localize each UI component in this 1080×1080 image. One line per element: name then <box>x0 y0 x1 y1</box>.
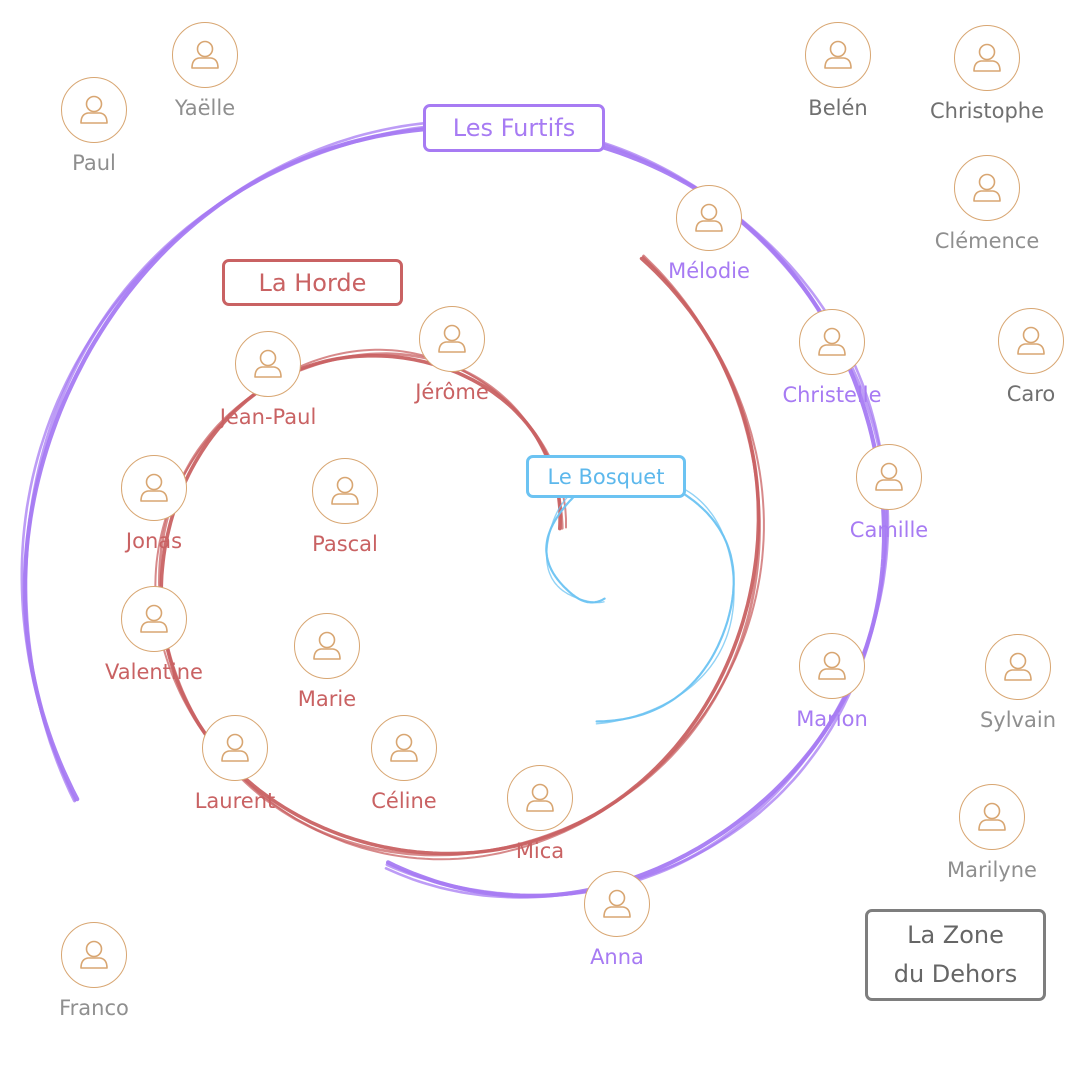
person-jonas: Jonas <box>64 455 244 553</box>
person-name: Marion <box>796 707 868 731</box>
person-name: Laurent <box>194 789 276 813</box>
spiral-bosquet-stroke <box>545 473 735 723</box>
person-outline-icon <box>507 765 573 831</box>
person-jeanpaul: Jean-Paul <box>178 331 358 429</box>
person-franco: Franco <box>4 922 184 1020</box>
person-yaelle: Yaëlle <box>115 22 295 120</box>
person-name: Christophe <box>929 99 1045 123</box>
person-outline-icon <box>959 784 1025 850</box>
person-outline-icon <box>121 586 187 652</box>
person-caro: Caro <box>941 308 1080 406</box>
person-belen: Belén <box>748 22 928 120</box>
person-outline-icon <box>61 77 127 143</box>
person-name: Clémence <box>934 229 1040 253</box>
person-name: Sylvain <box>979 708 1057 732</box>
person-outline-icon <box>954 25 1020 91</box>
person-outline-icon <box>312 458 378 524</box>
person-name: Jean-Paul <box>219 405 317 429</box>
person-outline-icon <box>202 715 268 781</box>
person-outline-icon <box>294 613 360 679</box>
person-outline-icon <box>121 455 187 521</box>
person-clemence: Clémence <box>897 155 1077 253</box>
person-christophe: Christophe <box>897 25 1077 123</box>
person-melodie: Mélodie <box>619 185 799 283</box>
person-name: Caro <box>1006 382 1056 406</box>
group-label-horde-text: La Horde <box>258 268 367 297</box>
person-name: Mélodie <box>668 259 750 283</box>
group-label-dehors-text: La Zone du Dehors <box>893 921 1018 988</box>
person-celine: Céline <box>314 715 494 813</box>
group-label-furtifs-text: Les Furtifs <box>452 114 576 142</box>
person-name: Christelle <box>782 383 882 407</box>
person-outline-icon <box>61 922 127 988</box>
person-outline-icon <box>805 22 871 88</box>
person-christelle: Christelle <box>742 309 922 407</box>
person-name: Marie <box>297 687 357 711</box>
person-name: Marilyne <box>947 858 1037 882</box>
person-marion: Marion <box>742 633 922 731</box>
group-label-bosquet-text: Le Bosquet <box>547 464 665 489</box>
person-outline-icon <box>954 155 1020 221</box>
person-laurent: Laurent <box>145 715 325 813</box>
group-label-horde: La Horde <box>222 259 403 306</box>
person-name: Jonas <box>125 529 183 553</box>
person-name: Céline <box>371 789 437 813</box>
group-label-dehors: La Zone du Dehors <box>865 909 1046 1001</box>
person-marie: Marie <box>237 613 417 711</box>
person-outline-icon <box>676 185 742 251</box>
furtifs-spiral <box>20 119 890 899</box>
person-anna: Anna <box>527 871 707 969</box>
person-outline-icon <box>799 633 865 699</box>
person-name: Valentine <box>105 660 203 684</box>
person-outline-icon <box>985 634 1051 700</box>
person-outline-icon <box>584 871 650 937</box>
person-name: Yaëlle <box>174 96 236 120</box>
person-outline-icon <box>856 444 922 510</box>
person-outline-icon <box>419 306 485 372</box>
person-outline-icon <box>371 715 437 781</box>
person-paul: Paul <box>4 77 184 175</box>
person-marilyne: Marilyne <box>902 784 1080 882</box>
group-label-bosquet: Le Bosquet <box>526 455 686 498</box>
spiral-furtifs-stroke <box>20 119 888 899</box>
person-sylvain: Sylvain <box>928 634 1080 732</box>
person-valentine: Valentine <box>64 586 244 684</box>
person-name: Mica <box>515 839 565 863</box>
group-label-furtifs: Les Furtifs <box>423 104 605 152</box>
person-name: Jérôme <box>415 380 489 404</box>
person-name: Franco <box>59 996 129 1020</box>
person-jerome: Jérôme <box>362 306 542 404</box>
person-name: Camille <box>849 518 929 542</box>
person-outline-icon <box>235 331 301 397</box>
person-outline-icon <box>172 22 238 88</box>
person-name: Belén <box>808 96 868 120</box>
person-name: Paul <box>72 151 116 175</box>
person-pascal: Pascal <box>255 458 435 556</box>
person-name: Pascal <box>312 532 378 556</box>
person-camille: Camille <box>799 444 979 542</box>
person-outline-icon <box>998 308 1064 374</box>
bosquet-spiral <box>545 473 735 725</box>
person-name: Anna <box>590 945 644 969</box>
person-outline-icon <box>799 309 865 375</box>
person-mica: Mica <box>450 765 630 863</box>
